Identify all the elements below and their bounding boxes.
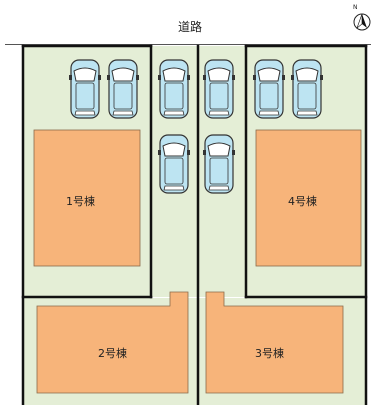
parked-car-icon xyxy=(158,134,190,194)
north-arrow-icon xyxy=(353,13,371,31)
building-label-1: 1号棟 xyxy=(66,195,95,208)
parked-car-icon xyxy=(107,59,139,119)
parked-car-icon xyxy=(291,59,323,119)
building-label-2: 2号棟 xyxy=(98,347,127,360)
building-1 xyxy=(33,129,141,267)
building-label-3: 3号棟 xyxy=(255,347,284,360)
parked-car-icon xyxy=(158,59,190,119)
parked-car-icon xyxy=(203,59,235,119)
building-label-4: 4号棟 xyxy=(288,195,317,208)
parking-cars xyxy=(69,59,323,194)
building-3 xyxy=(205,291,344,394)
parked-car-icon xyxy=(69,59,101,119)
parked-car-icon xyxy=(203,134,235,194)
road-label: 道路 xyxy=(178,20,203,34)
parked-car-icon xyxy=(253,59,285,119)
lot-boundaries xyxy=(21,44,368,407)
building-4 xyxy=(255,129,362,267)
building-2 xyxy=(36,291,189,394)
north-label: N xyxy=(353,4,358,11)
